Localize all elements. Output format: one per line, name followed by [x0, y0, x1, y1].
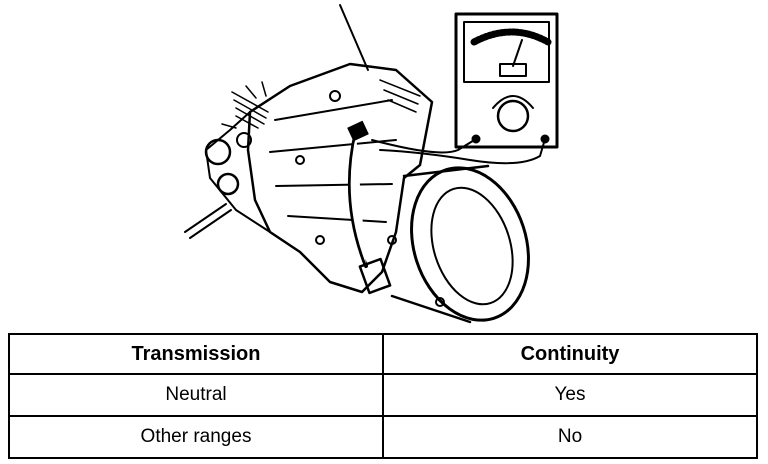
rear-boss-3 [236, 132, 252, 148]
case-rib-4 [287, 215, 387, 223]
header-transmission: Transmission [8, 333, 384, 375]
cell-transmission: Other ranges [8, 415, 384, 459]
housing-outer-rim [410, 166, 530, 322]
meter-body [454, 12, 559, 149]
housing-inner-rim [430, 186, 514, 306]
meter-scale [470, 28, 552, 46]
transmission-case [246, 62, 434, 294]
housing-bolt-2 [387, 235, 397, 245]
cell-transmission: Neutral [8, 373, 384, 417]
rear-hatching [231, 91, 269, 129]
test-lead-left [371, 138, 477, 154]
meter-pivot [499, 63, 527, 77]
rear-extension [204, 81, 271, 233]
case-rib-1 [274, 99, 393, 121]
bell-housing [387, 164, 530, 324]
housing-bottom-edge [390, 294, 472, 324]
transmission-ohmmeter-illustration [184, 4, 559, 324]
header-continuity: Continuity [382, 333, 758, 375]
cell-continuity: No [382, 415, 758, 459]
meter-knob [496, 99, 530, 133]
cell-continuity: Yes [382, 373, 758, 417]
table-row: Other ranges No [8, 415, 758, 459]
meter-knob-guard [492, 95, 534, 109]
shaft-line-2 [189, 209, 232, 239]
rear-boss-2 [216, 172, 240, 196]
rear-spark-lines [221, 81, 267, 129]
meter-needle [512, 39, 523, 67]
switch-wire-inner [349, 131, 367, 267]
case-bolt-2 [295, 155, 305, 165]
output-shaft [184, 203, 232, 239]
test-lead-right [379, 138, 546, 165]
table-header-row: Transmission Continuity [8, 333, 758, 375]
case-bolt-1 [329, 90, 341, 102]
meter-face [463, 21, 550, 83]
shaft-line-1 [184, 203, 227, 233]
housing-bolt-1 [435, 297, 445, 307]
case-shading [379, 79, 421, 113]
continuity-table: Transmission Continuity Neutral Yes Othe… [8, 333, 758, 459]
switch-connector [358, 257, 392, 295]
ohmmeter-icon [454, 12, 559, 149]
leader-line [339, 4, 369, 71]
case-rib-2 [269, 139, 397, 153]
rear-boss-1 [204, 138, 232, 166]
neutral-start-switch [347, 120, 369, 142]
table-row: Neutral Yes [8, 373, 758, 417]
case-bolt-3 [315, 235, 325, 245]
case-outline [246, 62, 434, 294]
case-rib-3 [275, 183, 393, 187]
